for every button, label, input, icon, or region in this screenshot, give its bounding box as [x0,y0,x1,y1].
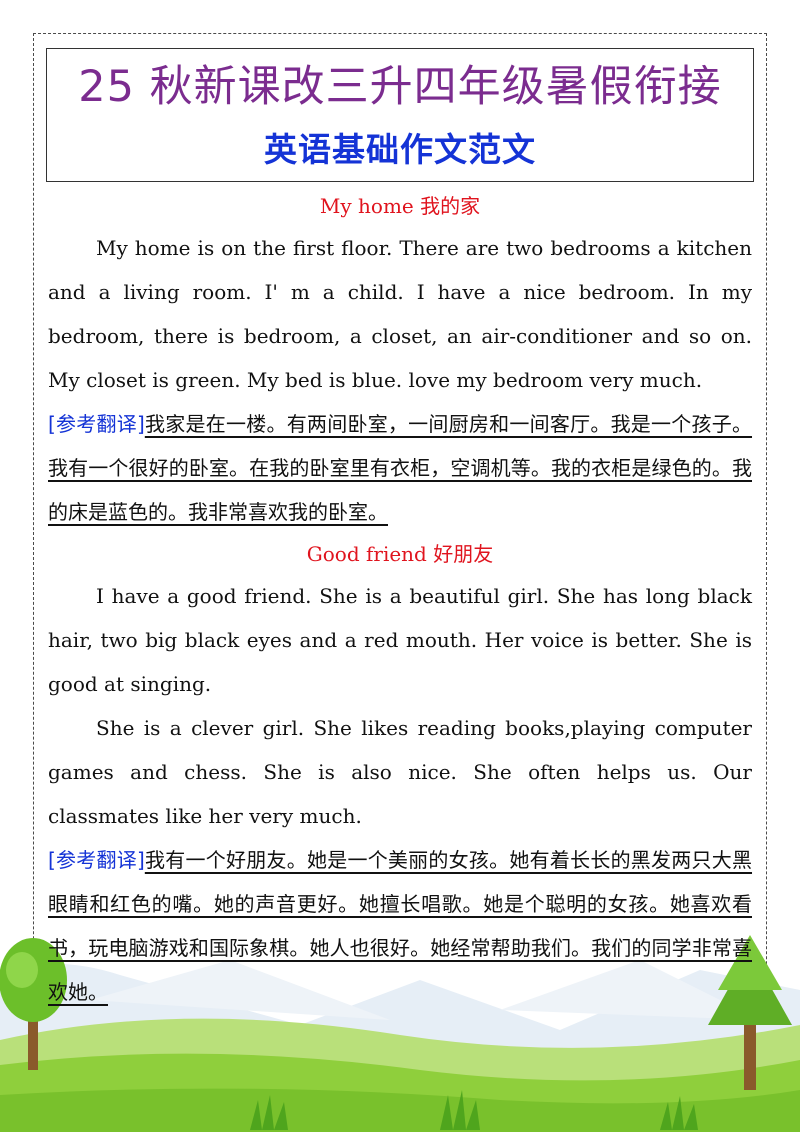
translation-block: [参考翻译]我有一个好朋友。她是一个美丽的女孩。她有着长长的黑发两只大黑眼睛和红… [48,838,752,1014]
title-box: 25 秋新课改三升四年级暑假衔接 英语基础作文范文 [46,48,754,182]
essay-good-friend: Good friend 好朋友 I have a good friend. Sh… [48,534,752,1014]
essay-content: My home 我的家 My home is on the first floo… [48,186,752,1014]
translation-block: [参考翻译]我家是在一楼。有两间卧室，一间厨房和一间客厅。我是一个孩子。我有一个… [48,402,752,534]
translation-text: 我家是在一楼。有两间卧室，一间厨房和一间客厅。我是一个孩子。我有一个很好的卧室。… [48,412,753,524]
tree-icon [708,935,792,1090]
essay-paragraph: I have a good friend. She is a beautiful… [48,584,752,696]
translation-text: 我有一个好朋友。她是一个美丽的女孩。她有着长长的黑发两只大黑眼睛和红色的嘴。她的… [48,848,753,1004]
translation-tag: [参考翻译] [48,848,145,872]
translation-tag: [参考翻译] [48,412,145,436]
page-subtitle: 英语基础作文范文 [264,130,536,169]
essay-heading: My home 我的家 [319,194,481,218]
essay-paragraph: My home is on the first floor. There are… [48,236,752,392]
essay-heading: Good friend 好朋友 [306,542,494,566]
grass-tuft-icon [250,1090,698,1130]
tree-icon [0,938,67,1070]
essay-paragraph: She is a clever girl. She likes reading … [48,716,752,828]
landscape-illustration [0,935,800,1132]
essay-my-home: My home 我的家 My home is on the first floo… [48,186,752,534]
page-title: 25 秋新课改三升四年级暑假衔接 [78,62,722,112]
